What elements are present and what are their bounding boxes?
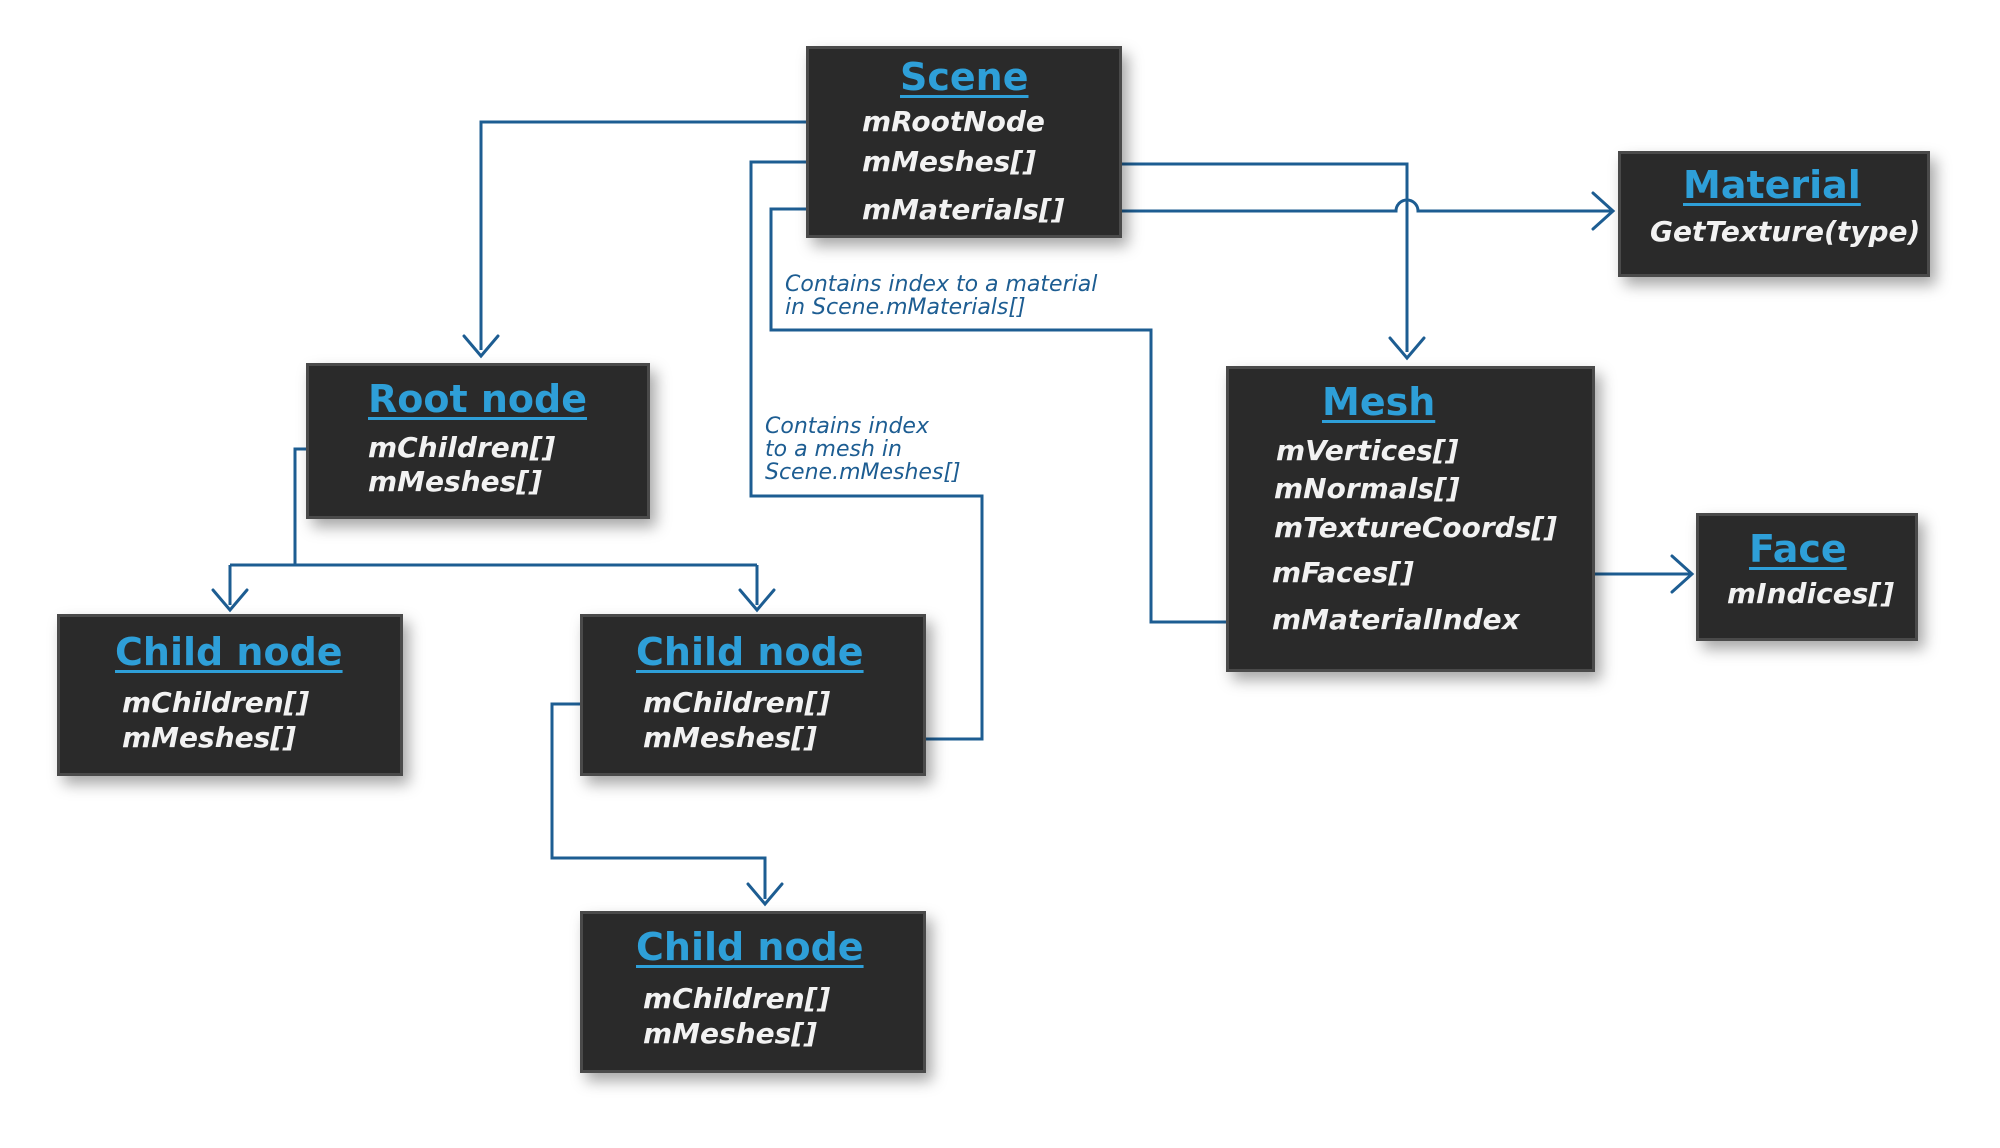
connector-root-children bbox=[228, 447, 759, 605]
mesh-field-mfaces: mFaces[] bbox=[1272, 556, 1414, 589]
arrowhead-child-bottom bbox=[746, 882, 784, 907]
arrowhead-rootnode bbox=[462, 334, 500, 359]
connector-meshindex bbox=[749, 160, 984, 741]
mesh-box bbox=[1226, 366, 1595, 672]
child-node-bottom-field-mchildren: mChildren[] bbox=[643, 982, 831, 1015]
root-node-title: Root node bbox=[368, 377, 588, 421]
child-node-mid-field-mmeshes: mMeshes[] bbox=[643, 721, 817, 754]
child-node-mid-title: Child node bbox=[636, 630, 864, 674]
child-node-left-field-mchildren: mChildren[] bbox=[122, 686, 310, 719]
note-mesh-index-line-1: Contains index bbox=[765, 414, 929, 439]
mesh-field-mnormals: mNormals[] bbox=[1274, 472, 1460, 505]
root-node-field-mchildren: mChildren[] bbox=[368, 431, 556, 464]
scene-field-mrootnode: mRootNode bbox=[862, 105, 1045, 138]
child-node-bottom-box bbox=[580, 911, 926, 1073]
child-node-bottom-title: Child node bbox=[636, 925, 864, 969]
arrowhead-face bbox=[1670, 554, 1695, 594]
child-node-left-title: Child node bbox=[115, 630, 343, 674]
child-node-left-box bbox=[57, 614, 403, 776]
arrowhead-material bbox=[1591, 191, 1616, 231]
connector-child-children bbox=[550, 702, 767, 899]
child-node-bottom-field-mmeshes: mMeshes[] bbox=[643, 1017, 817, 1050]
note-mesh-index-line-3: Scene.mMeshes[] bbox=[765, 460, 961, 485]
material-title: Material bbox=[1683, 163, 1861, 207]
child-node-mid-box bbox=[580, 614, 926, 776]
connector-materialindex bbox=[769, 207, 1268, 624]
child-node-left-field-mmeshes: mMeshes[] bbox=[122, 721, 296, 754]
arrowhead-child-left bbox=[211, 588, 249, 613]
root-node-field-mmeshes: mMeshes[] bbox=[368, 465, 542, 498]
mesh-field-mvertices: mVertices[] bbox=[1276, 434, 1459, 467]
child-node-mid-field-mchildren: mChildren[] bbox=[643, 686, 831, 719]
mesh-field-mmaterialindex: mMaterialIndex bbox=[1272, 603, 1520, 636]
note-mesh-index: Contains index to a mesh in Scene.mMeshe… bbox=[765, 415, 961, 484]
material-field-gettexture: GetTexture(type) bbox=[1650, 215, 1921, 248]
face-box bbox=[1696, 513, 1918, 641]
arrowhead-child-mid bbox=[738, 588, 776, 613]
arrowhead-mesh bbox=[1388, 336, 1426, 361]
scene-title: Scene bbox=[900, 55, 1029, 99]
scene-field-mmeshes: mMeshes[] bbox=[862, 145, 1036, 178]
root-node-box bbox=[306, 363, 650, 519]
mesh-title: Mesh bbox=[1322, 380, 1436, 424]
note-material-index-line-1: Contains index to a material bbox=[785, 272, 1098, 297]
mesh-field-mtexturecoords: mTextureCoords[] bbox=[1274, 511, 1557, 544]
scene-box bbox=[806, 46, 1122, 238]
connector-rootnode bbox=[479, 120, 855, 350]
scene-field-mmaterials: mMaterials[] bbox=[862, 193, 1065, 226]
note-material-index: Contains index to a material in Scene.mM… bbox=[785, 273, 1097, 319]
connector-materials bbox=[1080, 198, 1611, 213]
note-mesh-index-line-2: to a mesh in bbox=[765, 437, 902, 462]
material-box bbox=[1618, 151, 1930, 277]
face-field-mindices: mIndices[] bbox=[1727, 577, 1895, 610]
face-title: Face bbox=[1749, 527, 1847, 571]
note-material-index-line-2: in Scene.mMaterials[] bbox=[785, 295, 1026, 320]
connector-meshes bbox=[1054, 162, 1409, 352]
